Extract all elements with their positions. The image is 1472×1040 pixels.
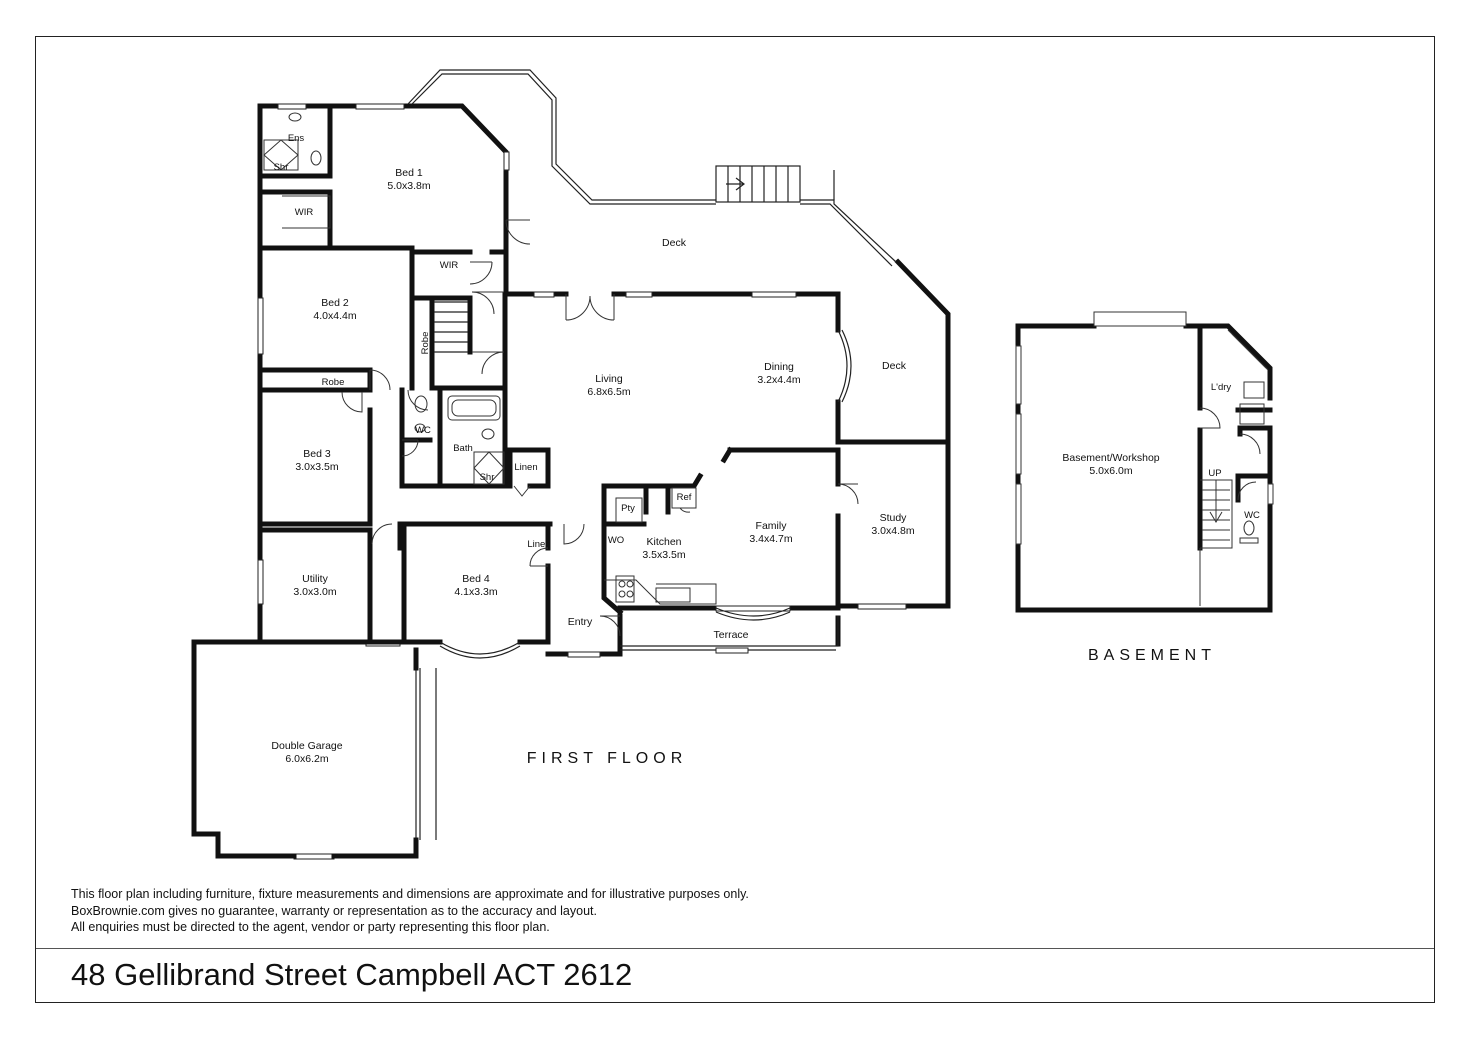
footer-divider [36,948,1434,949]
label-wo: WO [608,535,624,546]
label-deck-east: Deck [882,360,907,372]
label-entry: Entry [568,616,593,628]
door-swings [341,219,859,637]
label-pantry: Pty [621,503,635,514]
floor-label-first-floor: FIRST FLOOR [527,750,688,767]
label-linen-entry: Linen [527,539,550,550]
label-basement-wc: WC [1244,510,1260,521]
label-bed4-size: 4.1x3.3m [454,586,497,598]
label-family-size: 3.4x4.7m [749,533,792,545]
label-linen: Linen [514,462,537,473]
label-family: Family [756,520,788,532]
garage-walls [191,639,419,859]
label-laundry: L'dry [1211,382,1232,393]
label-study-size: 3.0x4.8m [871,525,914,537]
label-bed3: Bed 3 [303,448,331,460]
label-dining: Dining [764,361,794,373]
label-study: Study [880,512,908,524]
label-robe-vertical: Robe [420,332,431,355]
label-robe-bed3: Robe [322,377,345,388]
label-terrace: Terrace [713,629,748,641]
disclaimer-line: This floor plan including furniture, fix… [71,887,749,901]
label-basement-workshop: Basement/Workshop [1062,452,1159,464]
disclaimer-line: All enquiries must be directed to the ag… [71,920,550,934]
label-bath-shower: Shr [480,472,495,483]
fixtures [263,112,717,605]
label-living-size: 6.8x6.5m [587,386,630,398]
bay-windows [439,329,852,659]
label-bed1: Bed 1 [395,167,423,179]
basement-walls [1015,323,1273,613]
label-utility: Utility [302,573,328,585]
label-utility-size: 3.0x3.0m [293,586,336,598]
label-deck-north: Deck [662,237,687,249]
label-bed1-wir: WIR [295,207,314,218]
label-bath: Bath [453,443,473,454]
label-ens: Ens [288,133,305,144]
label-garage: Double Garage [271,740,342,752]
label-ens-shower: Shr [274,162,289,173]
label-living: Living [595,373,623,385]
label-bed2: Bed 2 [321,297,349,309]
label-wc: WC [415,425,431,436]
label-bed2-size: 4.0x4.4m [313,310,356,322]
deck-outline [407,69,897,840]
label-fridge: Ref [677,492,692,503]
label-kitchen-size: 3.5x3.5m [642,549,685,561]
label-garage-size: 6.0x6.2m [285,753,328,765]
label-bed3-size: 3.0x3.5m [295,461,338,473]
page-frame [35,36,1435,1003]
label-dining-size: 3.2x4.4m [757,374,800,386]
label-kitchen: Kitchen [646,536,681,548]
floor-label-basement: BASEMENT [1088,647,1216,664]
windows [257,103,907,860]
label-bed4: Bed 4 [462,573,490,585]
disclaimer: This floor plan including furniture, fix… [71,886,891,936]
disclaimer-line: BoxBrownie.com gives no guarantee, warra… [71,903,597,918]
label-bed2-wir: WIR [440,260,459,271]
label-bed1-size: 5.0x3.8m [387,180,430,192]
basement-details [1015,311,1274,606]
label-stairs-up: UP [1208,468,1221,479]
label-basement-workshop-size: 5.0x6.0m [1089,465,1132,477]
property-address: 48 Gellibrand Street Campbell ACT 2612 [71,957,633,992]
